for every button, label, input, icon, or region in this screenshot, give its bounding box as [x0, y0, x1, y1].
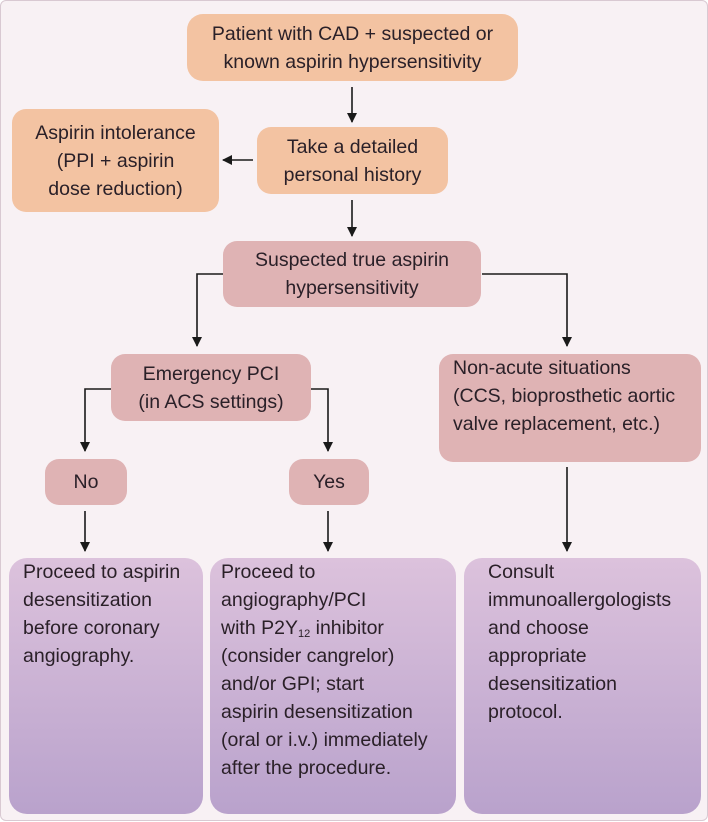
- node-intolerance-line: Aspirin intolerance: [35, 121, 196, 144]
- outcome-non-acute: Consult immunoallergologists and choose …: [464, 558, 701, 814]
- node-suspected-hypersensitivity: Suspected true aspirin hypersensitivity: [223, 241, 481, 307]
- outcome-no-line: angiography.: [23, 645, 135, 667]
- node-yes-label: Yes: [313, 471, 345, 493]
- outcome-nonacute-line: protocol.: [488, 701, 563, 723]
- node-emergency-pci: Emergency PCI (in ACS settings): [111, 354, 311, 421]
- outcome-yes: Proceed to angiography/PCI with P2Y12 in…: [210, 558, 456, 814]
- outcome-no-line: Proceed to aspirin: [23, 561, 181, 583]
- arrow-emergency-to-yes: [311, 388, 333, 452]
- node-nonacute-line: Non-acute situations: [453, 357, 631, 379]
- arrow-suspected-to-emergency: [192, 273, 223, 347]
- node-intolerance-line: dose reduction): [48, 177, 183, 200]
- node-suspected-line: hypersensitivity: [285, 277, 419, 299]
- node-start: Patient with CAD + suspected or known as…: [187, 14, 518, 81]
- node-start-line: known aspirin hypersensitivity: [223, 50, 482, 73]
- outcome-nonacute-line: Consult: [488, 561, 555, 583]
- outcome-nonacute-line: immunoallergologists: [488, 589, 672, 611]
- outcome-no: Proceed to aspirin desensitization befor…: [9, 558, 203, 814]
- node-no-label: No: [73, 471, 99, 493]
- arrow-suspected-to-nonacute: [482, 273, 572, 347]
- outcome-yes-line: angiography/PCI: [221, 589, 367, 611]
- node-nonacute-line: (CCS, bioprosthetic aortic: [453, 385, 676, 407]
- outcome-yes-line: (oral or i.v.) immediately: [221, 729, 428, 751]
- node-emergency-line: (in ACS settings): [138, 390, 284, 413]
- p2y-text: with P2Y: [221, 617, 298, 639]
- outcome-no-line: desensitization: [23, 589, 152, 611]
- outcome-yes-line: aspirin desensitization: [221, 701, 413, 723]
- outcome-nonacute-line: appropriate: [488, 645, 587, 667]
- node-start-line: Patient with CAD + suspected or: [211, 22, 494, 45]
- outcome-nonacute-line: and choose: [488, 617, 589, 639]
- outcome-yes-line: and/or GPI; start: [221, 673, 365, 695]
- node-emergency-line: Emergency PCI: [142, 362, 280, 385]
- node-personal-history: Take a detailed personal history: [257, 127, 448, 194]
- outcome-yes-line: after the procedure.: [221, 757, 392, 779]
- node-history-line: personal history: [283, 163, 422, 186]
- node-yes: Yes: [289, 459, 369, 505]
- outcome-yes-line: Proceed to: [221, 561, 316, 583]
- inhibitor-text: inhibitor: [310, 617, 384, 639]
- node-nonacute-line: valve replacement, etc.): [453, 413, 661, 435]
- outcome-yes-line: with P2Y12 inhibitor: [221, 614, 384, 642]
- arrow-emergency-to-no: [80, 388, 111, 452]
- node-history-line: Take a detailed: [286, 135, 419, 158]
- outcome-nonacute-line: desensitization: [488, 673, 617, 695]
- node-non-acute: Non-acute situations (CCS, bioprosthetic…: [439, 354, 701, 462]
- node-no: No: [45, 459, 127, 505]
- node-aspirin-intolerance: Aspirin intolerance (PPI + aspirin dose …: [12, 109, 219, 212]
- node-suspected-line: Suspected true aspirin: [254, 249, 450, 271]
- outcome-no-line: before coronary: [23, 617, 160, 639]
- node-intolerance-line: (PPI + aspirin: [56, 149, 175, 172]
- p2y-subscript: 12: [297, 628, 311, 640]
- outcome-yes-line: (consider cangrelor): [221, 645, 395, 667]
